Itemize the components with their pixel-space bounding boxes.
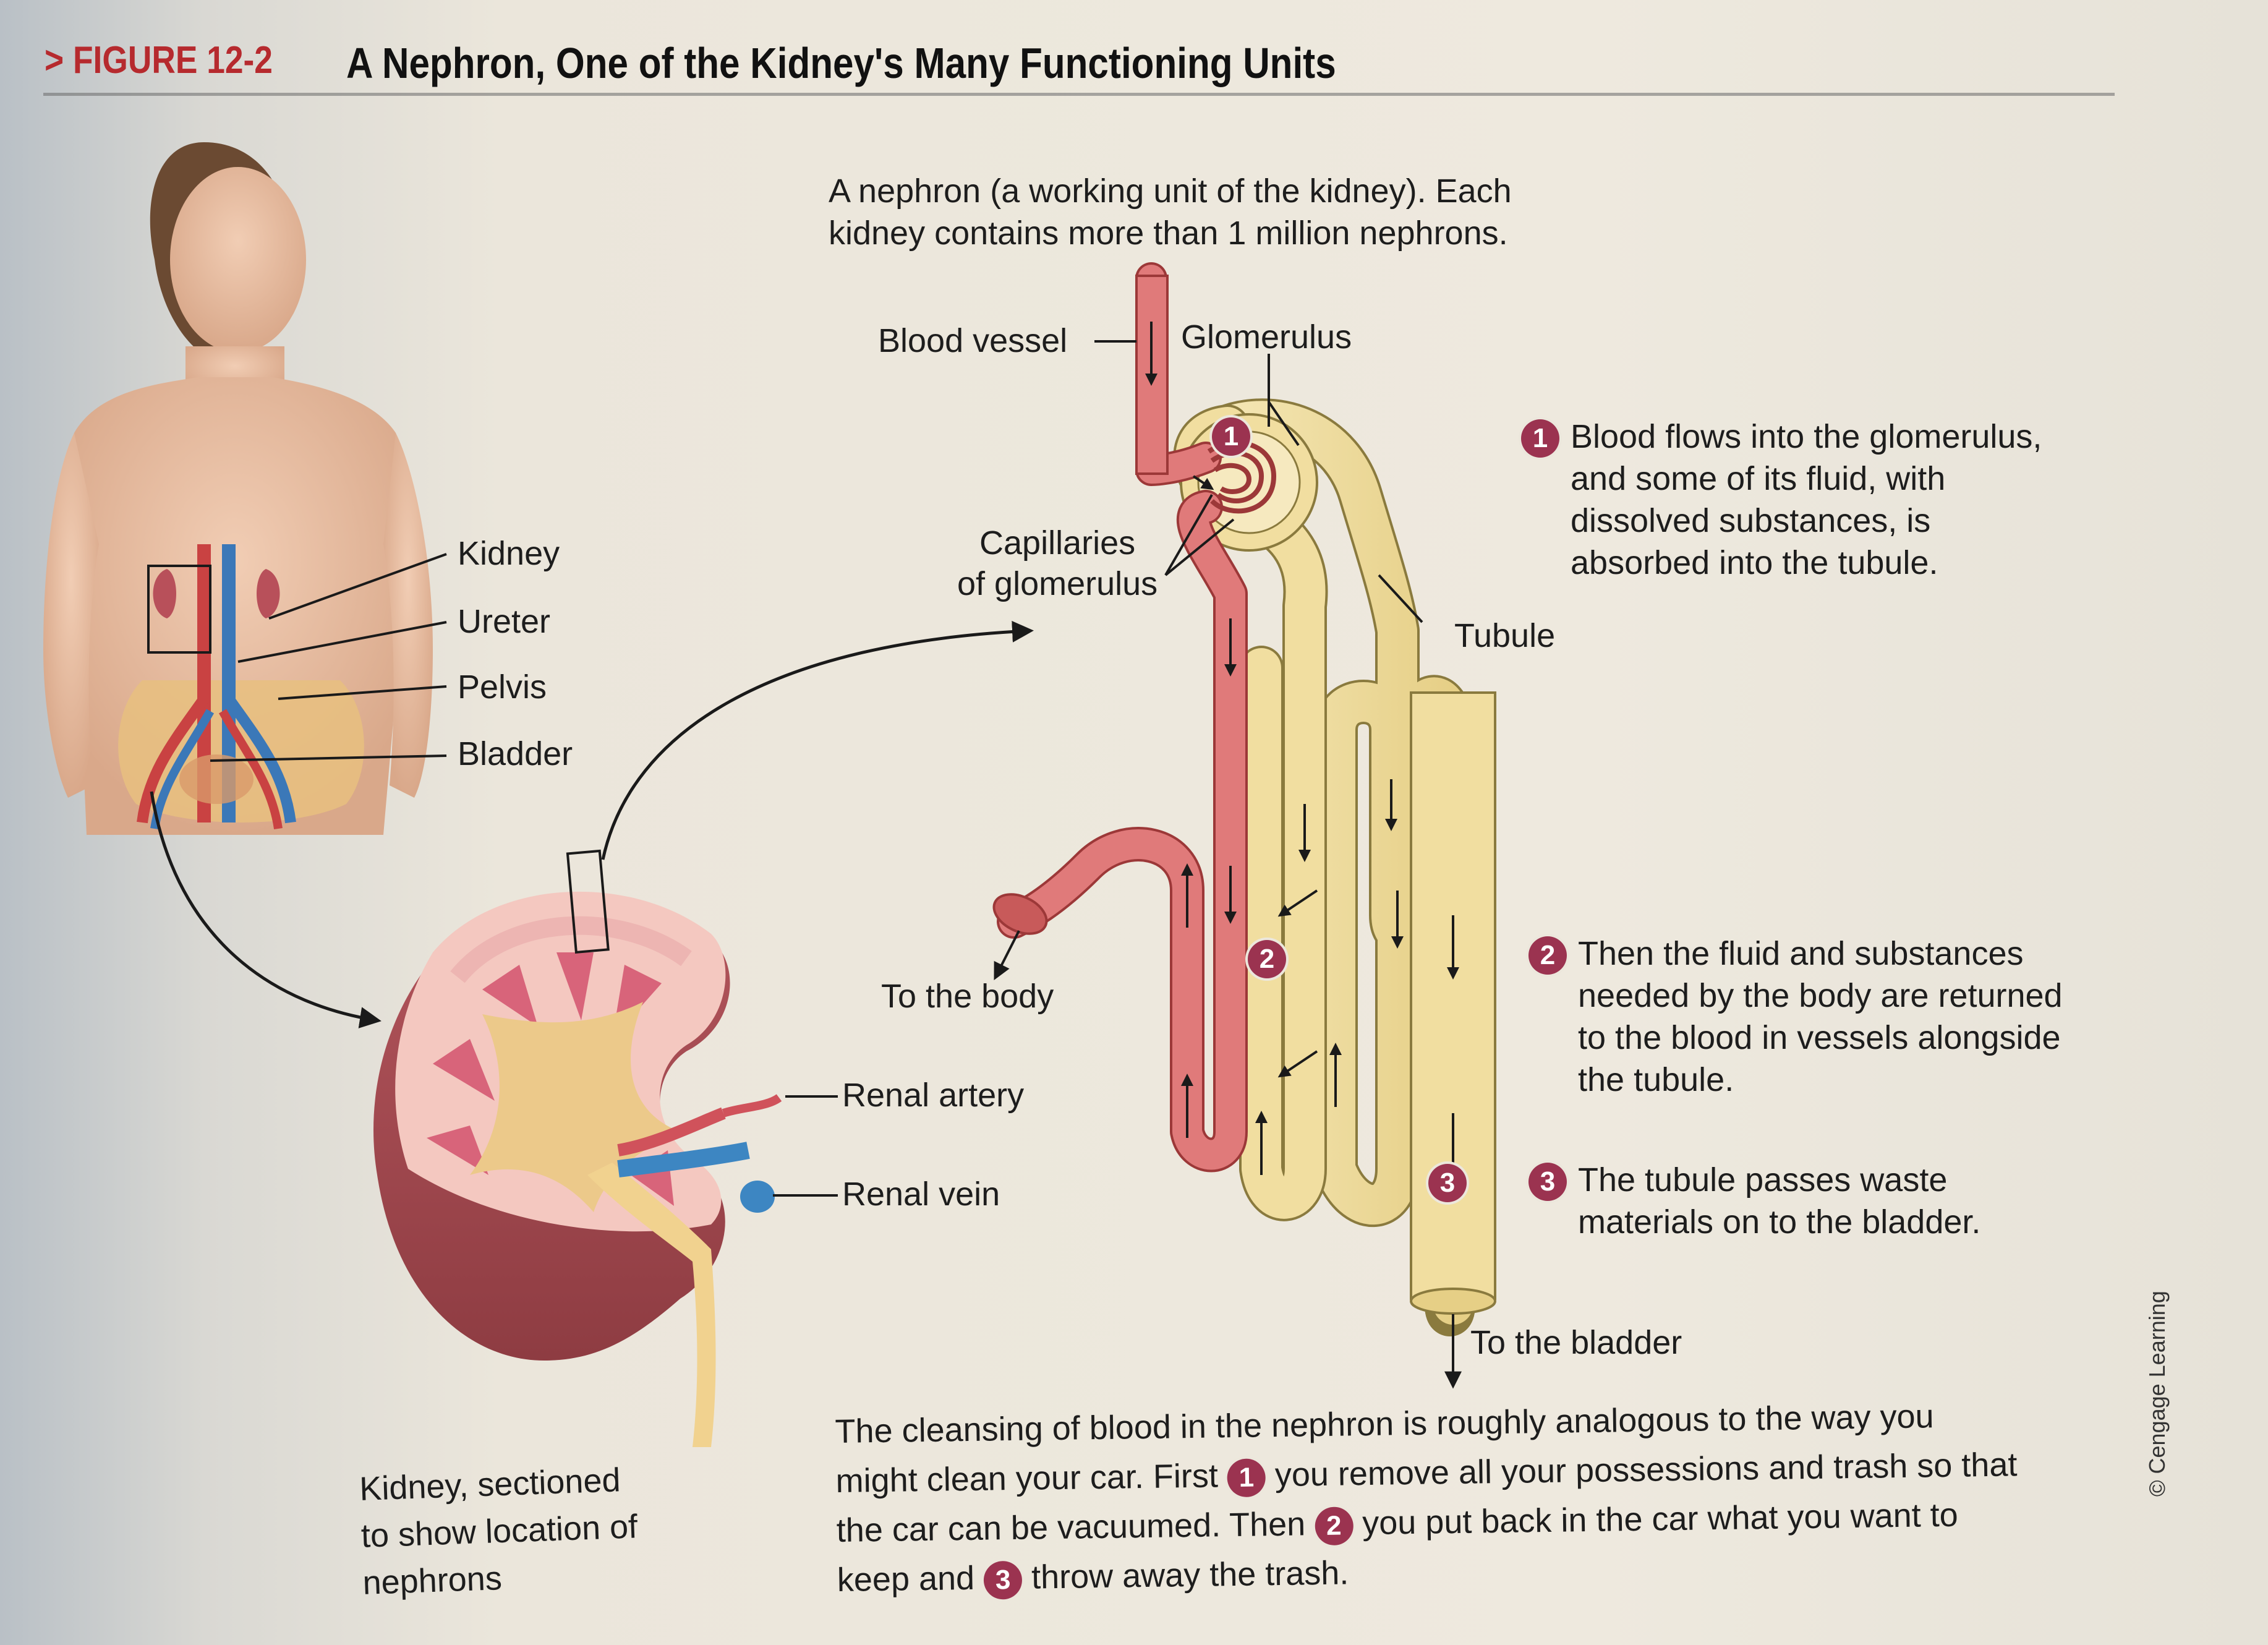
label-bladder: Bladder	[458, 735, 573, 772]
marker-1: 1	[1212, 417, 1250, 456]
step-3-badge: 3	[1528, 1163, 1567, 1201]
step-3-text: The tubule passes waste materials on to …	[1578, 1161, 1981, 1241]
nephron	[992, 262, 1496, 1389]
human-figure	[43, 142, 433, 835]
label-ureter: Ureter	[458, 603, 551, 640]
kidney-caption: Kidney, sectioned to show location of ne…	[359, 1461, 639, 1602]
figure-number: > FIGURE 12-2	[45, 39, 273, 82]
kidney-section	[373, 849, 782, 1447]
label-tubule: Tubule	[1454, 617, 1556, 654]
copyright-credit: © Cengage Learning	[2144, 1291, 2170, 1497]
step-2-badge: 2	[1528, 936, 1567, 975]
step-1-badge: 1	[1521, 419, 1559, 458]
label-to-body: To the body	[881, 978, 1054, 1015]
header-rule	[43, 93, 2115, 96]
step-2-text: Then the fluid and substances needed by …	[1578, 935, 2063, 1098]
intro-caption: A nephron (a working unit of the kidney)…	[829, 173, 1512, 252]
analogy-marker-3: 3	[983, 1560, 1023, 1600]
analogy-marker-1: 1	[1227, 1458, 1266, 1497]
label-capillaries: Capillaries of glomerulus	[957, 524, 1158, 602]
step-1: 1 Blood flows into the glomerulus, and s…	[1521, 416, 2042, 584]
analogy-paragraph: The cleansing of blood in the nephron is…	[835, 1398, 2018, 1600]
marker-3: 3	[1428, 1164, 1467, 1202]
marker-2: 2	[1248, 940, 1286, 978]
step-2: 2 Then the fluid and substances needed b…	[1528, 933, 2063, 1101]
zoom-arrow-nephron	[601, 620, 1034, 860]
analogy-marker-2: 2	[1314, 1506, 1354, 1545]
label-glomerulus: Glomerulus	[1181, 318, 1352, 356]
label-renal-artery: Renal artery	[842, 1077, 1025, 1114]
figure-title: A Nephron, One of the Kidney's Many Func…	[346, 39, 1336, 87]
label-pelvis: Pelvis	[458, 669, 547, 706]
label-renal-vein: Renal vein	[842, 1176, 1000, 1213]
step-1-text: Blood flows into the glomerulus, and som…	[1571, 418, 2042, 581]
step-3: 3 The tubule passes waste materials on t…	[1528, 1159, 1980, 1243]
body-label-leaders	[210, 553, 447, 762]
zoom-arrow-kidney	[150, 791, 382, 1028]
label-kidney: Kidney	[458, 535, 560, 572]
label-to-bladder: To the bladder	[1470, 1324, 1682, 1361]
label-blood-vessel: Blood vessel	[878, 322, 1068, 359]
nephron-label-leaders	[1094, 340, 1423, 623]
